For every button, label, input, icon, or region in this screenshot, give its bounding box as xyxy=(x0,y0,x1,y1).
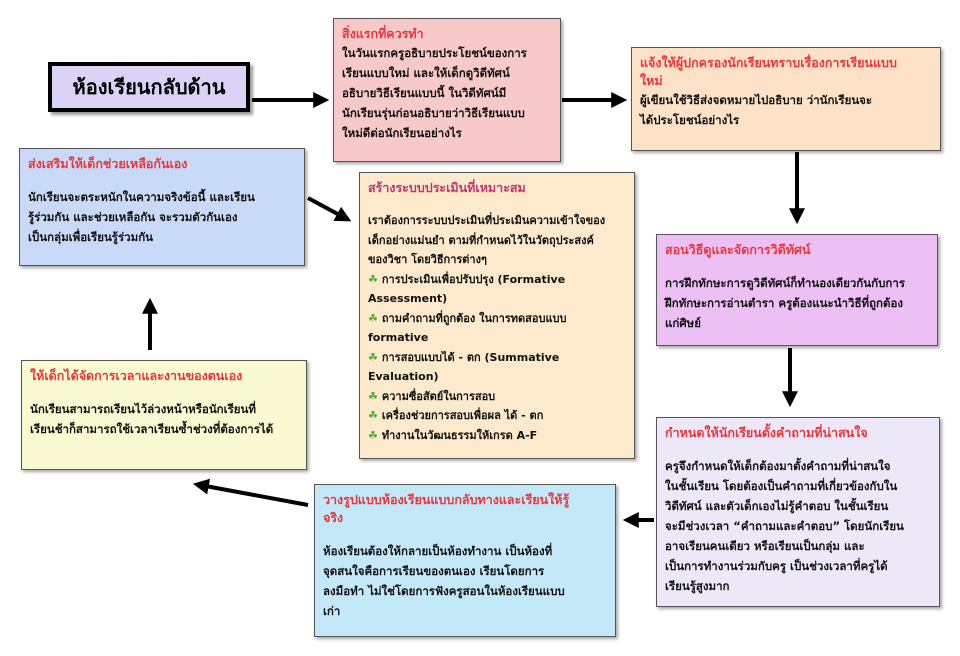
box-body: นักเรียนจะตระหนักในความจริงข้อนี้ และเรี… xyxy=(28,190,255,244)
box-title: วางรูปแบบห้องเรียนแบบกลับทางและเรียนให้ร… xyxy=(323,492,570,525)
bullet-text: เครื่องช่วยการสอบเพื่อผล ได้ - ตก xyxy=(381,409,544,422)
box-title: สร้างระบบประเมินที่เหมาะสม xyxy=(368,180,526,195)
box-title: สอนวิธีดูและจัดการวิดีทัศน์ xyxy=(665,242,811,257)
box-title: ส่งเสริมให้เด็กช่วยเหลือกันเอง xyxy=(28,156,188,171)
box-body: ครูจึงกำหนดให้เด็กต้องมาตั้งคำถามที่น่าส… xyxy=(665,459,904,593)
assessment-bullet: ☘การประเมินเพื่อปรับปรุง (Formative Asse… xyxy=(368,270,626,309)
box-student-questions: กำหนดให้นักเรียนตั้งคำถามที่น่าสนใจ ครูจ… xyxy=(656,417,940,607)
box-body: ในวันแรกครูอธิบายประโยชน์ของการ เรียนแบบ… xyxy=(342,46,527,140)
box-title: ให้เด็กได้จัดการเวลาและงานของตนเอง xyxy=(30,368,243,383)
assessment-bullet: ☘ถามคำถามที่ถูกต้อง ในการทดสอบแบบ format… xyxy=(368,309,626,348)
clover-icon: ☘ xyxy=(368,409,378,422)
box-teach-video: สอนวิธีดูและจัดการวิดีทัศน์ การฝึกทักษะก… xyxy=(656,234,938,346)
box-help-each-other: ส่งเสริมให้เด็กช่วยเหลือกันเอง นักเรียนจ… xyxy=(19,148,305,266)
box-assessment: สร้างระบบประเมินที่เหมาะสม เราต้องการระบ… xyxy=(359,172,635,459)
box-body: ห้องเรียนต้องให้กลายเป็นห้องทำงาน เป็นห้… xyxy=(323,544,565,618)
assessment-bullet: ☘เครื่องช่วยการสอบเพื่อผล ได้ - ตก xyxy=(368,406,626,426)
box-title: สิ่งแรกที่ควรทำ xyxy=(342,26,424,41)
box-title: แจ้งให้ผู้ปกครองนักเรียนทราบเรื่องการเรี… xyxy=(640,55,897,88)
box-title: กำหนดให้นักเรียนตั้งคำถามที่น่าสนใจ xyxy=(665,425,868,440)
bullet-text: การสอบแบบได้ - ตก (Summative Evaluation) xyxy=(368,350,560,384)
assessment-bullet-list: ☘การประเมินเพื่อปรับปรุง (Formative Asse… xyxy=(368,270,626,446)
clover-icon: ☘ xyxy=(368,350,378,364)
main-title: ห้องเรียนกลับด้าน xyxy=(48,62,250,112)
bullet-text: ทำงานในวัฒนธรรมให้เกรด A-F xyxy=(381,428,538,442)
box-classroom-design: วางรูปแบบห้องเรียนแบบกลับทางและเรียนให้ร… xyxy=(314,484,616,637)
box-body: เราต้องการระบบประเมินที่ประเมินความเข้าใ… xyxy=(368,214,606,266)
assessment-bullet: ☘การสอบแบบได้ - ตก (Summative Evaluation… xyxy=(368,348,626,387)
box-first-thing: สิ่งแรกที่ควรทำ ในวันแรกครูอธิบายประโยชน… xyxy=(333,18,561,162)
box-body: ผู้เขียนใช้วิธีส่งจดหมายไปอธิบาย ว่านักเ… xyxy=(640,93,873,127)
arrow-classroom-to-time xyxy=(192,478,309,507)
clover-icon: ☘ xyxy=(368,311,378,325)
bullet-text: การประเมินเพื่อปรับปรุง (Formative Asses… xyxy=(368,272,566,306)
clover-icon: ☘ xyxy=(368,272,378,286)
clover-icon: ☘ xyxy=(368,428,378,442)
arrow-help-to-assessment xyxy=(307,196,352,222)
box-body: นักเรียนสามารถเรียนไว้ล่วงหน้าหรือนักเรี… xyxy=(30,402,274,436)
bullet-text: ถามคำถามที่ถูกต้อง ในการทดสอบแบบ formati… xyxy=(368,311,567,345)
assessment-bullet: ☘ทำงานในวัฒนธรรมให้เกรด A-F xyxy=(368,426,626,446)
assessment-bullet: ☘ความซื่อสัตย์ในการสอบ xyxy=(368,387,626,407)
clover-icon: ☘ xyxy=(368,389,378,403)
bullet-text: ความซื่อสัตย์ในการสอบ xyxy=(381,389,496,403)
box-inform-parents: แจ้งให้ผู้ปกครองนักเรียนทราบเรื่องการเรี… xyxy=(631,47,941,151)
box-body: การฝึกทักษะการดูวิดีทัศน์ก็ทำนองเดียวกัน… xyxy=(665,276,905,330)
box-manage-time: ให้เด็กได้จัดการเวลาและงานของตนเอง นักเร… xyxy=(21,360,307,470)
